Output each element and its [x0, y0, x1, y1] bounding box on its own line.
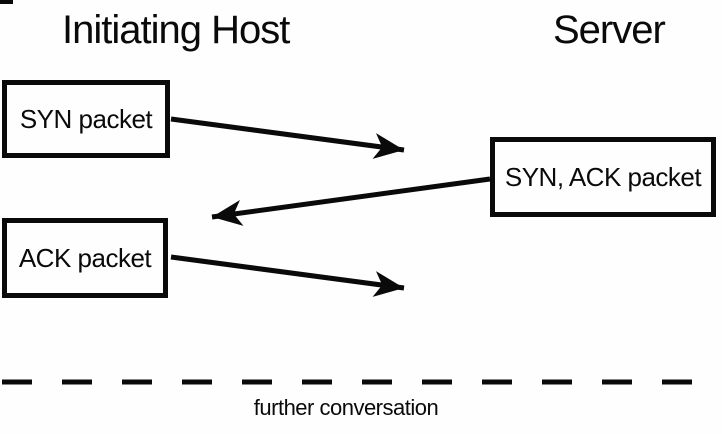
corner-mark: [0, 0, 13, 4]
syn-ack-arrow-icon: [211, 176, 491, 226]
server-title: Server: [553, 8, 666, 52]
syn-ack-packet-label: SYN, ACK packet: [504, 161, 702, 192]
further-conversation-label: further conversation: [253, 395, 439, 420]
syn-ack-packet-box: SYN, ACK packet: [490, 137, 716, 217]
syn-packet-label: SYN packet: [19, 103, 153, 134]
syn-packet-box: SYN packet: [2, 80, 170, 158]
ack-arrow-icon: [170, 254, 405, 297]
ack-packet-label: ACK packet: [18, 242, 152, 273]
initiating-host-title: Initiating Host: [62, 8, 290, 52]
ack-packet-box: ACK packet: [2, 218, 168, 298]
syn-arrow-icon: [170, 116, 405, 159]
